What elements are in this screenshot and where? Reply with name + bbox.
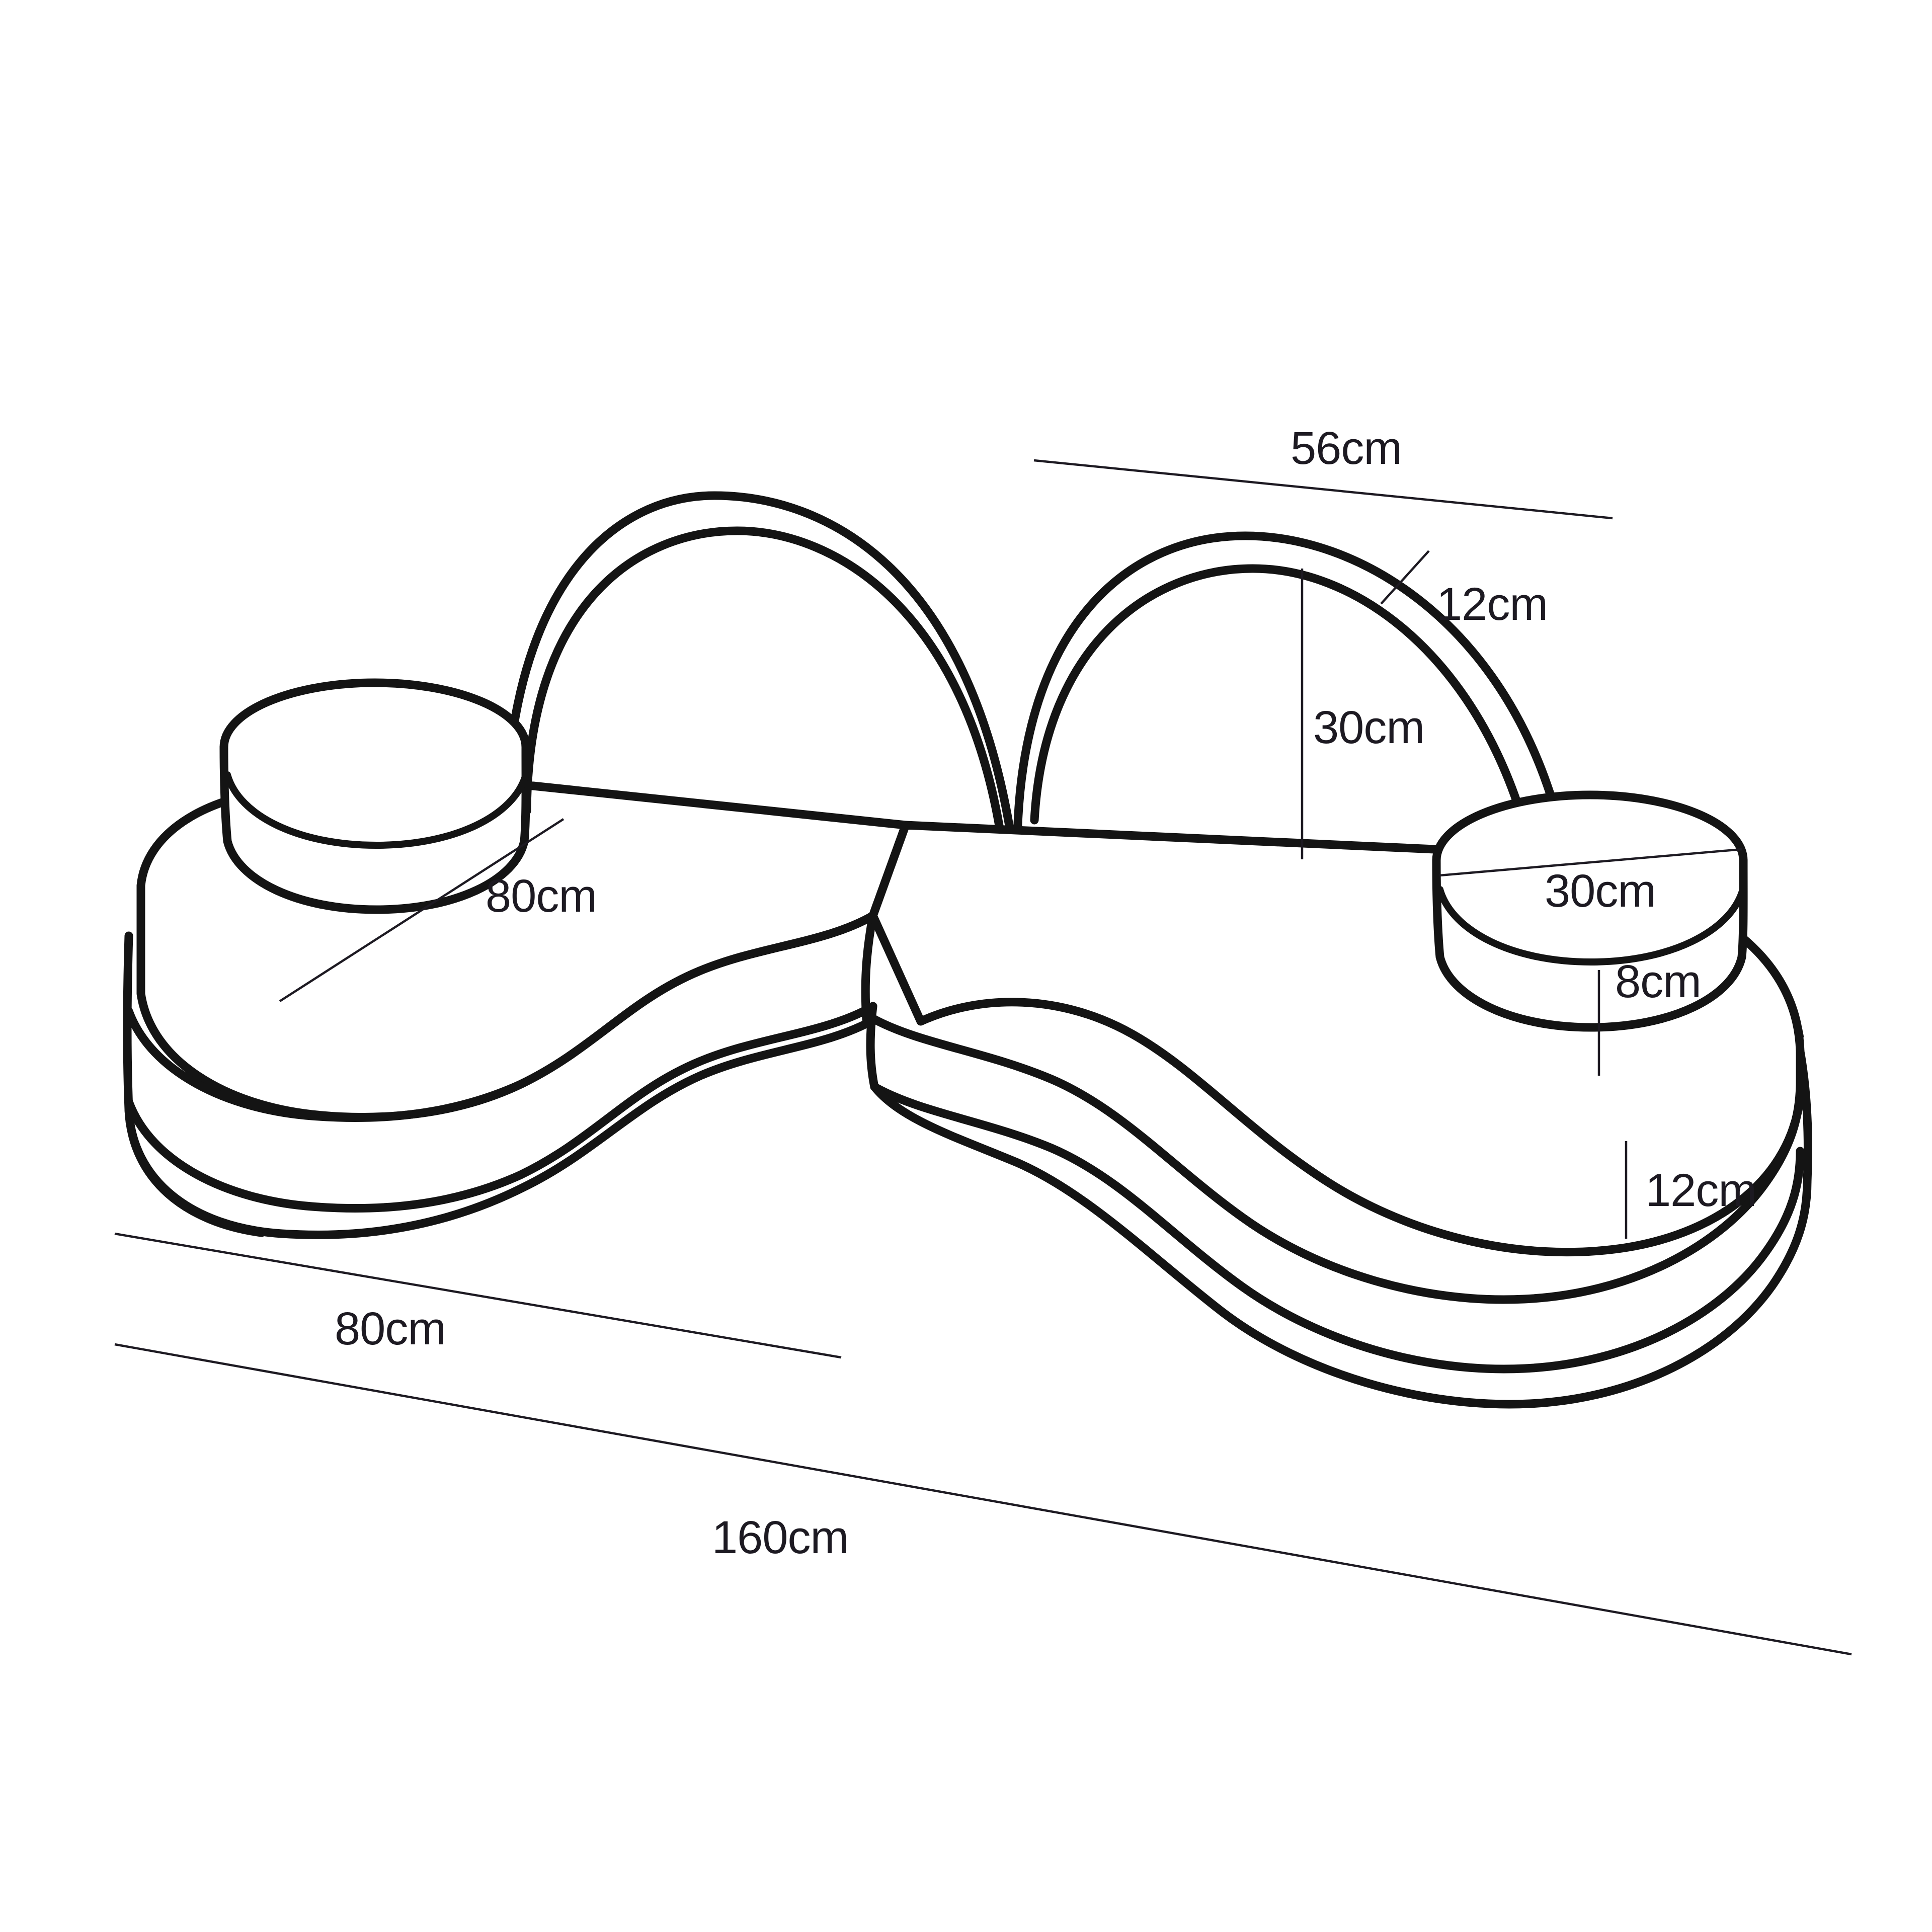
left-seat-right-boundary [861, 821, 910, 1024]
right-seat-bottom-outline [870, 1082, 1812, 1409]
left-backrest-outer-arc [501, 491, 1016, 842]
right-seat-cushion-band-1 [870, 1015, 1805, 1304]
right-seat-cushion-band-2 [870, 1082, 1805, 1374]
dimension-label-backrest-height: 30cm [1313, 702, 1425, 753]
dimension-label-seat-thickness: 12cm [1645, 1165, 1757, 1216]
dimension-label-seat-depth: 80cm [486, 870, 597, 922]
left-bolster-cushion [219, 678, 530, 914]
dimension-label-bolster-diameter: 30cm [1545, 865, 1656, 917]
dimension-label-backrest-width: 56cm [1291, 423, 1402, 474]
dimension-label-module-width: 80cm [335, 1303, 446, 1354]
dimension-label-bolster-height: 8cm [1615, 956, 1702, 1007]
left-seat-cushion-band-1 [124, 911, 877, 1122]
left-bolster-seam [224, 771, 529, 849]
left-seat-bottom-outline [124, 1015, 879, 1239]
dimension-label-backrest-thickness: 12cm [1436, 579, 1548, 630]
dim-line-bolster-diameter [1439, 848, 1742, 877]
dim-line-total-width [114, 1343, 1852, 1656]
dim-line-module-width [114, 1232, 842, 1359]
right-seat-right-edge [1796, 1047, 1812, 1186]
dimension-label-total-width: 160cm [712, 1512, 849, 1563]
left-backrest [501, 491, 1016, 842]
left-backrest-inner-arc [522, 526, 1006, 842]
right-bolster-side-wall [1432, 856, 1748, 1032]
dimension-lines [114, 459, 1852, 1656]
dim-line-backrest-thickness [1380, 550, 1430, 605]
left-bolster-side-wall [219, 743, 530, 914]
dim-line-seat-depth [279, 818, 565, 1002]
right-bolster-cushion [1432, 790, 1748, 1032]
right-bolster-seam [1436, 886, 1746, 965]
dim-line-backrest-width [1033, 459, 1613, 520]
left-seat-cushion-band-2 [124, 1002, 877, 1213]
